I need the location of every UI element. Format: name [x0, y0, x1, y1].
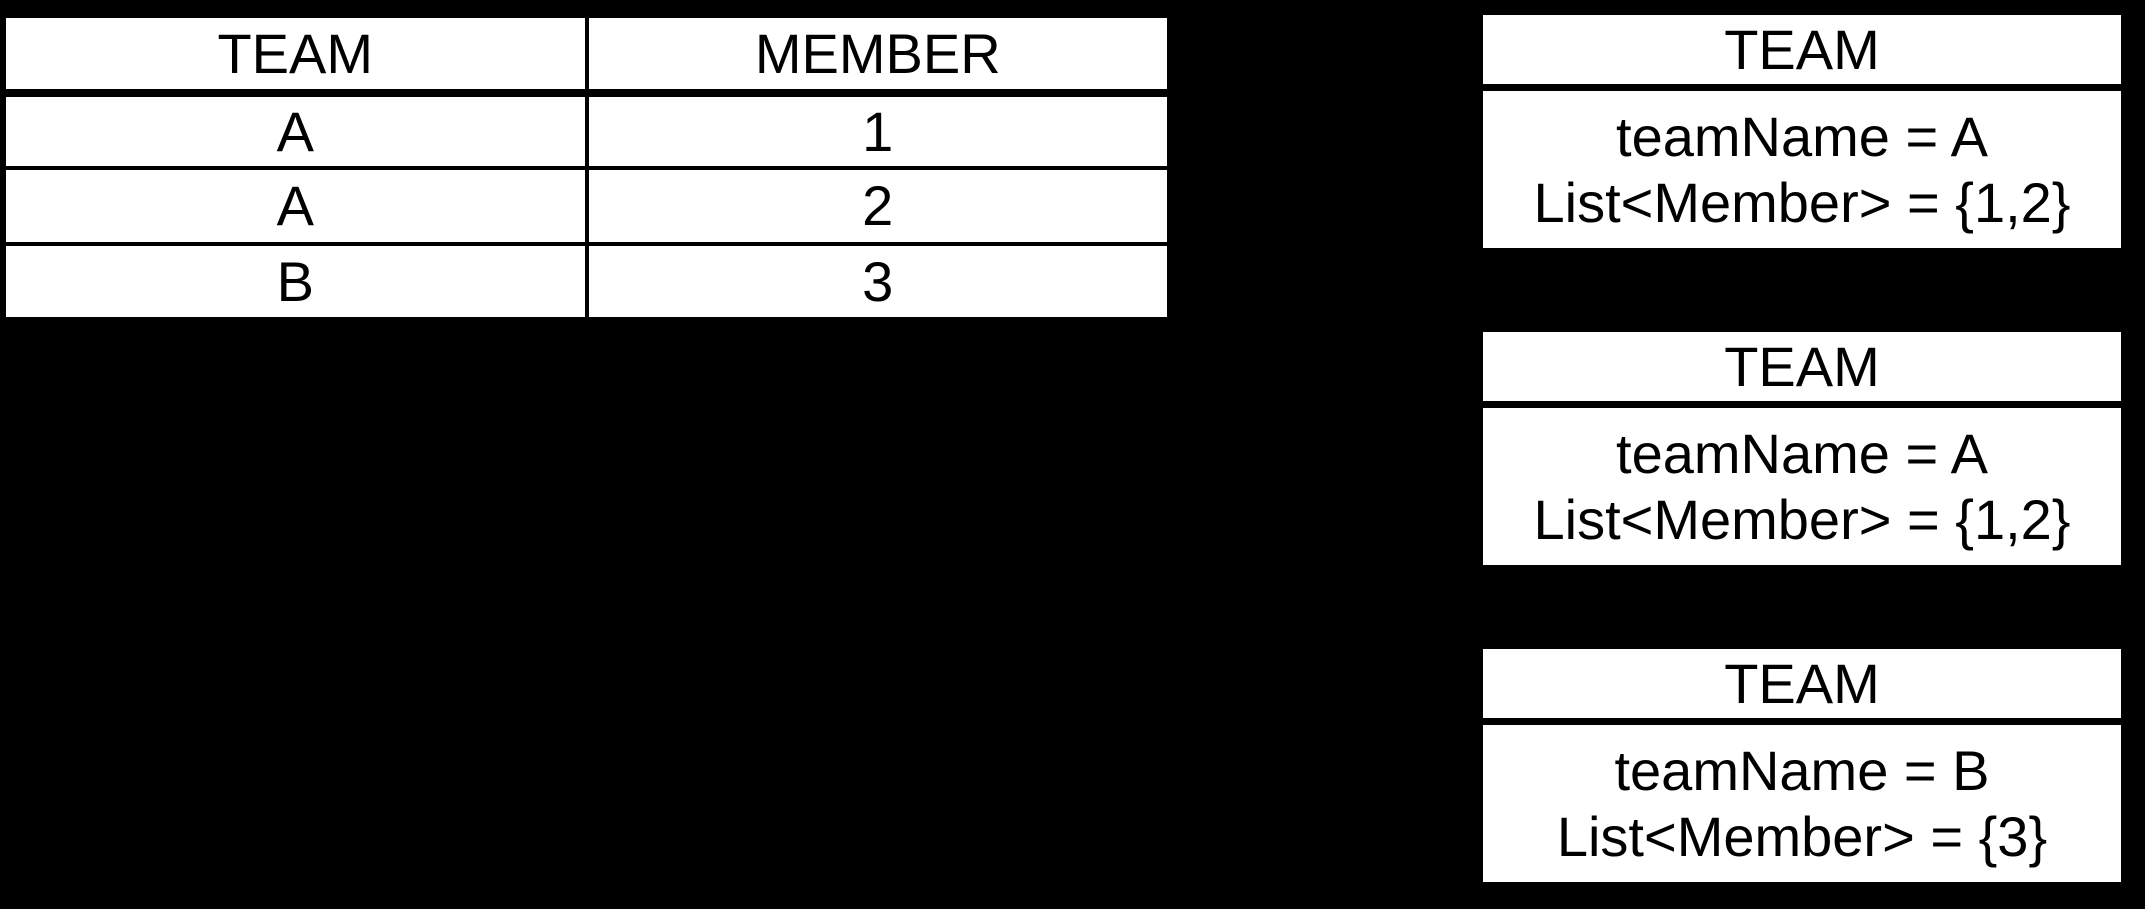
object-card-body: teamName = A List<Member> = {1,2}: [1483, 408, 2121, 565]
relational-table-head: TEAM MEMBER: [2, 14, 1171, 97]
object-field-teamname: teamName = A: [1616, 104, 1988, 168]
object-card-body: teamName = A List<Member> = {1,2}: [1483, 91, 2121, 248]
team-object-card: TEAM teamName = B List<Member> = {3}: [1483, 649, 2121, 882]
cell-team: B: [2, 241, 589, 322]
object-card-title: TEAM: [1483, 332, 2121, 408]
object-card-title: TEAM: [1483, 15, 2121, 91]
object-field-memberlist: List<Member> = {1,2}: [1533, 170, 2071, 234]
relational-table-body: A 1 A 2 B 3: [2, 90, 1171, 322]
table-header-row: TEAM MEMBER: [2, 14, 1171, 97]
team-object-card: TEAM teamName = A List<Member> = {1,2}: [1483, 15, 2121, 248]
column-header-member: MEMBER: [584, 14, 1171, 97]
team-object-card: TEAM teamName = A List<Member> = {1,2}: [1483, 332, 2121, 565]
table-row: A 2: [2, 166, 1171, 246]
cell-member: 3: [584, 241, 1171, 322]
cell-team: A: [2, 90, 589, 171]
object-field-teamname: teamName = B: [1614, 738, 1990, 802]
cell-member: 1: [584, 90, 1171, 171]
object-field-teamname: teamName = A: [1616, 421, 1988, 485]
cell-member: 2: [584, 166, 1171, 246]
relational-table: TEAM MEMBER A 1 A 2 B 3: [2, 14, 1171, 322]
object-field-memberlist: List<Member> = {1,2}: [1533, 487, 2071, 551]
cell-team: A: [2, 166, 589, 246]
column-header-team: TEAM: [2, 14, 589, 97]
table-row: B 3: [2, 241, 1171, 322]
object-card-title: TEAM: [1483, 649, 2121, 725]
object-field-memberlist: List<Member> = {3}: [1556, 804, 2048, 868]
table-row: A 1: [2, 90, 1171, 171]
object-card-body: teamName = B List<Member> = {3}: [1483, 725, 2121, 882]
